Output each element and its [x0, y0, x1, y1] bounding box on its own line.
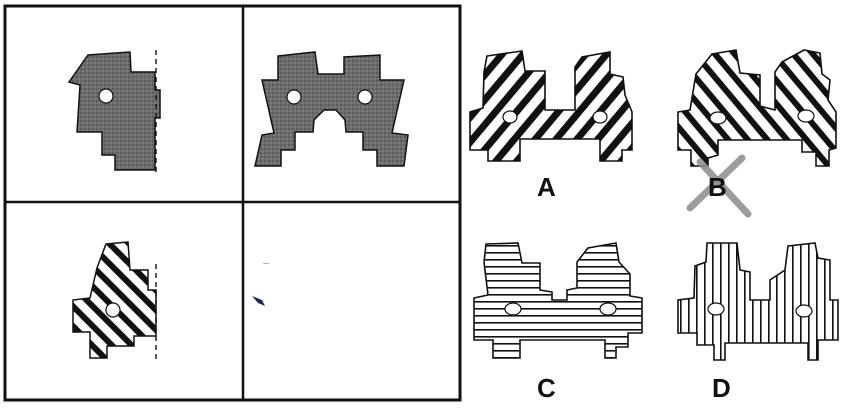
option-c-shape[interactable] — [474, 243, 642, 358]
option-d-shape[interactable] — [678, 243, 838, 360]
option-c-label[interactable]: C — [537, 375, 556, 401]
option-b-shape[interactable] — [678, 50, 836, 166]
option-a-shape[interactable] — [470, 51, 632, 161]
cell-2-full-shape — [255, 52, 408, 166]
option-b-label[interactable]: B — [708, 174, 727, 200]
option-a-label[interactable]: A — [537, 174, 556, 200]
cell-3-half-shape — [73, 242, 156, 360]
grid-frame — [5, 6, 460, 400]
option-d-label[interactable]: D — [712, 375, 731, 401]
cell-1-half-shape — [69, 50, 160, 172]
cell-4-empty — [252, 263, 269, 306]
